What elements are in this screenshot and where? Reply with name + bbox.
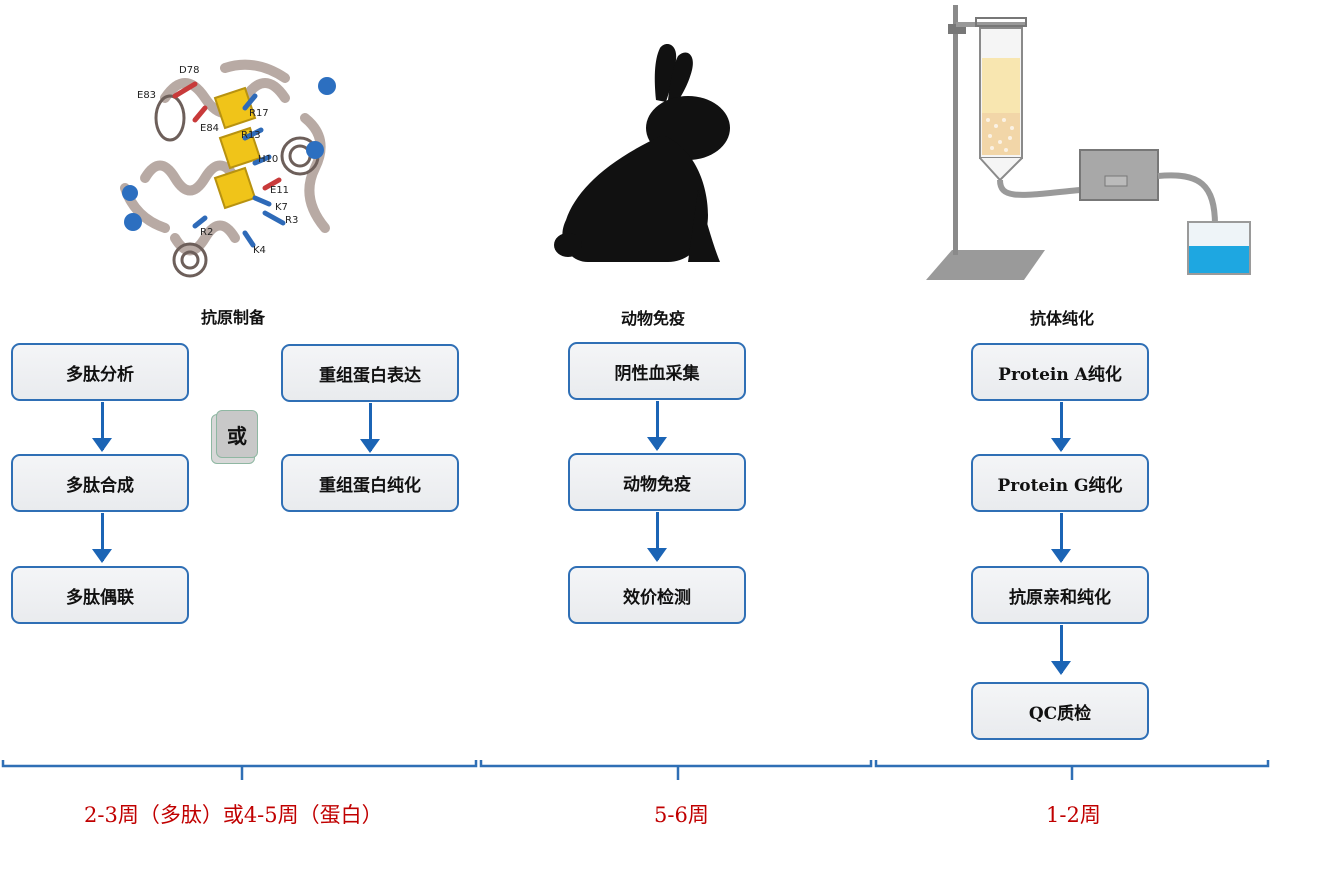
down-arrow-icon (1051, 513, 1071, 563)
down-arrow-icon (1051, 402, 1071, 452)
protein-label: H10 (258, 154, 278, 165)
duration-label: 1-2周 (1046, 803, 1101, 827)
protein-label: K7 (275, 202, 288, 213)
down-arrow-icon (647, 401, 667, 451)
stage-title: 抗体纯化 (1029, 309, 1094, 328)
down-arrow-icon (1051, 625, 1071, 675)
down-arrow-icon (647, 512, 667, 562)
step-box: 多肽偶联 (11, 566, 189, 624)
duration-label: 2-3周（多肽）或4-5周（蛋白） (84, 803, 383, 827)
protein-label: R17 (249, 108, 269, 119)
protein-label: D78 (179, 65, 199, 76)
or-badge: 或 (211, 410, 258, 464)
down-arrow-icon (92, 402, 112, 452)
down-arrow-icon (92, 513, 112, 563)
step-box: Protein G纯化 (971, 454, 1149, 512)
step-box: 重组蛋白表达 (281, 344, 459, 402)
step-box: Protein A纯化 (971, 343, 1149, 401)
protein-label: R3 (285, 215, 298, 226)
stage-title: 抗原制备 (200, 308, 265, 327)
step-box: 阴性血采集 (568, 342, 746, 400)
down-arrow-icon (360, 403, 380, 453)
protein-structure-image: D78 E83 R17 E84 R13 H10 E11 K7 R3 R2 K4 (120, 59, 336, 278)
rabbit-icon (554, 44, 730, 262)
protein-label: K4 (253, 245, 266, 256)
step-box: 效价检测 (568, 566, 746, 624)
purification-apparatus-image (926, 5, 1251, 280)
step-box: QC质检 (971, 682, 1149, 740)
protein-label: R2 (200, 227, 213, 238)
step-box: 抗原亲和纯化 (971, 566, 1149, 624)
timeline-bracket (1, 760, 1270, 780)
step-box: 重组蛋白纯化 (281, 454, 459, 512)
protein-label: E11 (270, 185, 289, 196)
protein-label: E84 (200, 123, 219, 134)
stage-title: 动物免疫 (620, 309, 685, 328)
step-box: 多肽分析 (11, 343, 189, 401)
or-label: 或 (216, 410, 258, 458)
step-box: 动物免疫 (568, 453, 746, 511)
protein-label: E83 (137, 90, 156, 101)
step-box: 多肽合成 (11, 454, 189, 512)
protein-label: R13 (241, 130, 261, 141)
duration-label: 5-6周 (654, 803, 709, 827)
